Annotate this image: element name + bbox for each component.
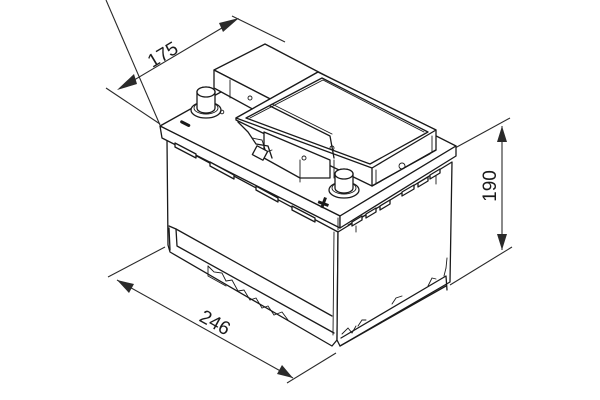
plus-icon [317, 197, 329, 209]
extension-line-246-left [107, 246, 166, 278]
extension-line-175-right [231, 15, 286, 43]
terminal-negative [190, 86, 225, 119]
dimension-label-175: 175 [144, 38, 182, 72]
vent-slots-side [347, 168, 441, 233]
lid-side-edge [339, 145, 457, 229]
terminal-positive [328, 168, 360, 199]
extension-line-190-bottom [449, 246, 513, 286]
arrow-icon [219, 18, 239, 32]
minus-icon [180, 120, 191, 127]
vent-slots-front [174, 142, 316, 223]
handle-latch [237, 121, 273, 161]
arrow-icon [497, 234, 507, 250]
cover-inner-panel [245, 77, 429, 165]
dimension-190: 190 [449, 117, 513, 286]
cover-main-top [235, 71, 437, 169]
arrow-icon [277, 365, 293, 378]
extension-line-190-top [454, 117, 511, 149]
base-notches-side [341, 267, 447, 335]
extension-line-246-right [286, 352, 337, 384]
arrow-icon [117, 280, 134, 293]
base-notches-front [207, 265, 289, 321]
dimension-line-175 [123, 21, 233, 87]
extension-line-175-left [105, 0, 161, 126]
dimension-line-246 [116, 279, 294, 379]
arrow-icon [497, 126, 507, 142]
dimension-label-190: 190 [480, 170, 501, 202]
dimension-label-246: 246 [196, 306, 234, 340]
top-cover [213, 43, 437, 187]
arrow-icon [117, 74, 137, 90]
